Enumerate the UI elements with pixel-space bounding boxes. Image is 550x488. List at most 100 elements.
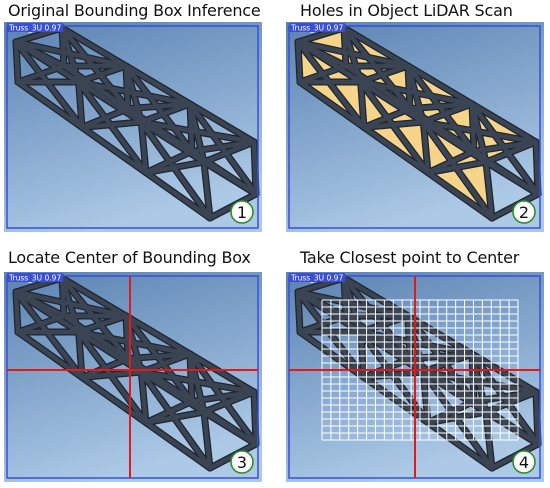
step-number-badge — [512, 450, 536, 474]
truss-beam — [341, 25, 363, 85]
truss-beam — [187, 101, 259, 197]
step-number: 4 — [519, 453, 529, 472]
bbox-label-background — [7, 273, 63, 282]
step-number: 3 — [237, 453, 247, 472]
bbox-label: Truss_3U 0.97 — [290, 24, 343, 33]
truss-beam — [361, 119, 426, 130]
truss-beam — [483, 159, 495, 221]
truss-beam — [295, 289, 303, 335]
truss-beam — [59, 25, 81, 85]
truss-beam — [533, 389, 541, 447]
truss-beam — [59, 25, 257, 145]
panel-3-image: Truss_3U 0.97 3 — [4, 272, 262, 482]
truss-beam — [341, 275, 413, 361]
step-number-badge — [230, 200, 254, 224]
truss-beam — [469, 101, 489, 165]
truss-beam — [13, 39, 207, 165]
truss-beam — [187, 101, 207, 165]
truss-beam — [483, 159, 541, 197]
truss-beam — [251, 389, 259, 447]
truss-beam — [59, 275, 81, 335]
truss-beam — [59, 275, 257, 395]
truss-beam — [341, 25, 539, 145]
truss-beam — [79, 119, 144, 130]
panel-4-svg: Truss_3U 0.97 4 — [286, 272, 544, 482]
truss-beam — [187, 351, 207, 415]
truss-structure — [294, 24, 542, 222]
truss-beam — [405, 63, 477, 154]
truss-beam — [471, 389, 539, 404]
truss-beam — [421, 119, 431, 175]
truss-beam — [251, 139, 259, 197]
truss-beam — [139, 369, 213, 471]
truss-beam — [59, 25, 131, 111]
truss-beam — [405, 313, 477, 404]
truss-beam — [469, 351, 489, 415]
truss-beam — [358, 79, 431, 175]
truss-beam — [76, 79, 149, 175]
step-number-badge — [230, 450, 254, 474]
truss-beam — [76, 329, 149, 425]
truss-beam — [13, 39, 21, 85]
truss-beam — [125, 101, 193, 111]
truss-structure — [12, 274, 260, 472]
panel-1-image: Truss_3U 0.97 1 — [4, 22, 262, 232]
truss-beam — [143, 159, 207, 175]
step-number: 2 — [519, 203, 529, 222]
truss-beam — [201, 159, 259, 197]
truss-beam — [483, 409, 541, 447]
panel-3-title: Locate Center of Bounding Box — [8, 248, 251, 267]
truss-beam — [143, 409, 207, 425]
truss-beam — [139, 101, 193, 125]
bounding-box — [6, 275, 259, 479]
truss-beam — [295, 39, 489, 165]
truss-beam — [13, 289, 85, 380]
truss-beam — [76, 79, 85, 130]
truss-beam — [421, 369, 431, 425]
truss-beam — [295, 39, 303, 85]
truss-beam — [295, 39, 367, 130]
truss-beam — [295, 289, 489, 415]
truss-beam — [13, 289, 21, 335]
panel-4-title: Take Closest point to Center — [300, 248, 520, 267]
panel-1-svg: Truss_3U 0.97 1 — [4, 22, 262, 232]
truss-beam — [533, 139, 541, 197]
truss-beam — [425, 159, 489, 175]
truss-beam — [469, 101, 541, 197]
bbox-label: Truss_3U 0.97 — [8, 24, 61, 33]
truss-beam — [125, 351, 193, 361]
truss-beam — [15, 79, 213, 221]
truss-beam — [201, 159, 213, 221]
panel-2-title: Holes in Object LiDAR Scan — [300, 1, 513, 20]
panel-2-image: Truss_3U 0.97 2 — [286, 22, 544, 232]
truss-beam — [297, 329, 495, 471]
truss-beam — [123, 313, 144, 375]
truss-beam — [297, 79, 495, 221]
truss-beam — [405, 63, 426, 125]
truss-beam — [201, 409, 213, 471]
bbox-label-background — [7, 23, 63, 32]
truss-beam — [13, 289, 207, 415]
truss-structure — [12, 24, 260, 222]
truss-beam — [189, 389, 257, 404]
truss-beam — [201, 409, 259, 447]
truss-beam — [189, 139, 257, 154]
truss-beam — [79, 369, 144, 380]
bounding-box — [6, 25, 259, 229]
truss-beam — [407, 101, 475, 111]
panel-1-title: Original Bounding Box Inference — [8, 1, 261, 20]
truss-beam — [139, 119, 213, 221]
truss-beam — [123, 313, 195, 404]
truss-beam — [15, 329, 213, 471]
panel-3-svg: Truss_3U 0.97 3 — [4, 272, 262, 482]
truss-beam — [421, 369, 495, 471]
step-number: 1 — [237, 203, 247, 222]
bbox-label-background — [289, 273, 345, 282]
truss-beam — [59, 275, 131, 361]
bbox-label: Truss_3U 0.97 — [290, 274, 343, 283]
panel-4-image: Truss_3U 0.97 4 — [286, 272, 544, 482]
panel-2-svg: Truss_3U 0.97 2 — [286, 22, 544, 232]
step-number-badge — [512, 200, 536, 224]
truss-beam — [13, 39, 85, 130]
truss-beam — [358, 79, 367, 130]
